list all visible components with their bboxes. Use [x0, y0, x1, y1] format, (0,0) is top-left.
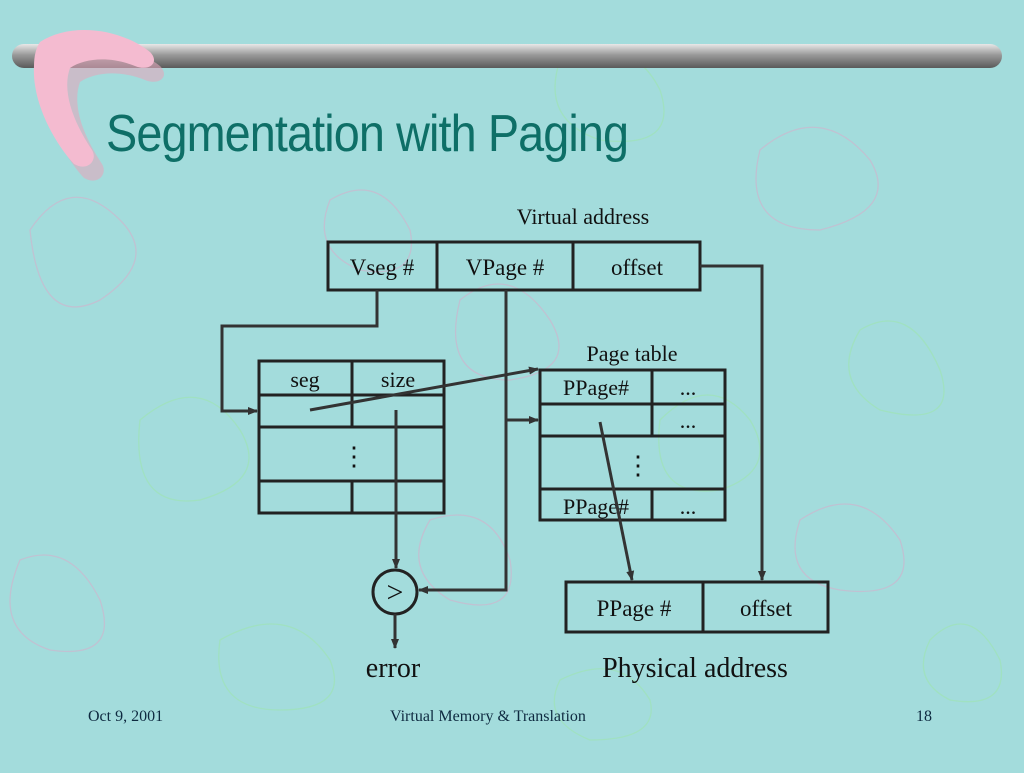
vseg-field: Vseg #	[350, 255, 415, 280]
virtual-offset-field: offset	[611, 255, 664, 280]
footer-title: Virtual Memory & Translation	[390, 708, 586, 725]
error-label: error	[366, 653, 421, 684]
footer-page-number: 18	[916, 708, 932, 725]
vpage-to-comparator-arrow	[418, 290, 508, 594]
page-table-last-dots: ...	[680, 494, 697, 519]
segment-to-page-table-arrow	[309, 366, 539, 412]
page-table-row1-ppage: PPage#	[563, 375, 629, 400]
comparator-symbol: >	[387, 576, 404, 609]
physical-address-box	[564, 580, 830, 634]
boomerang-logo	[33, 29, 165, 181]
segment-table-header-size: size	[381, 367, 415, 392]
virtual-address-label: Virtual address	[517, 204, 649, 229]
vseg-to-segment-table-arrow	[220, 290, 379, 415]
segment-table-ellipsis: ⋮	[341, 442, 367, 471]
page-table-row2-dots: ...	[680, 408, 697, 433]
page-table-label: Page table	[586, 341, 677, 366]
segment-table	[257, 359, 446, 515]
page-table	[538, 368, 727, 522]
page-table-row1-dots: ...	[680, 375, 697, 400]
offset-to-physical-arrow	[700, 264, 766, 581]
physical-address-label: Physical address	[602, 653, 788, 684]
segment-table-header-seg: seg	[290, 367, 319, 392]
physical-offset-field: offset	[740, 596, 793, 621]
slide-title: Segmentation with Paging	[106, 105, 629, 163]
page-entry-to-physical-arrow	[598, 421, 635, 581]
physical-ppage-field: PPage #	[597, 596, 672, 621]
connectors	[220, 264, 766, 649]
title-bar	[12, 44, 1002, 68]
page-table-ellipsis: ⋮	[625, 451, 651, 480]
vpage-field: VPage #	[466, 255, 545, 280]
footer-date: Oct 9, 2001	[88, 708, 164, 725]
